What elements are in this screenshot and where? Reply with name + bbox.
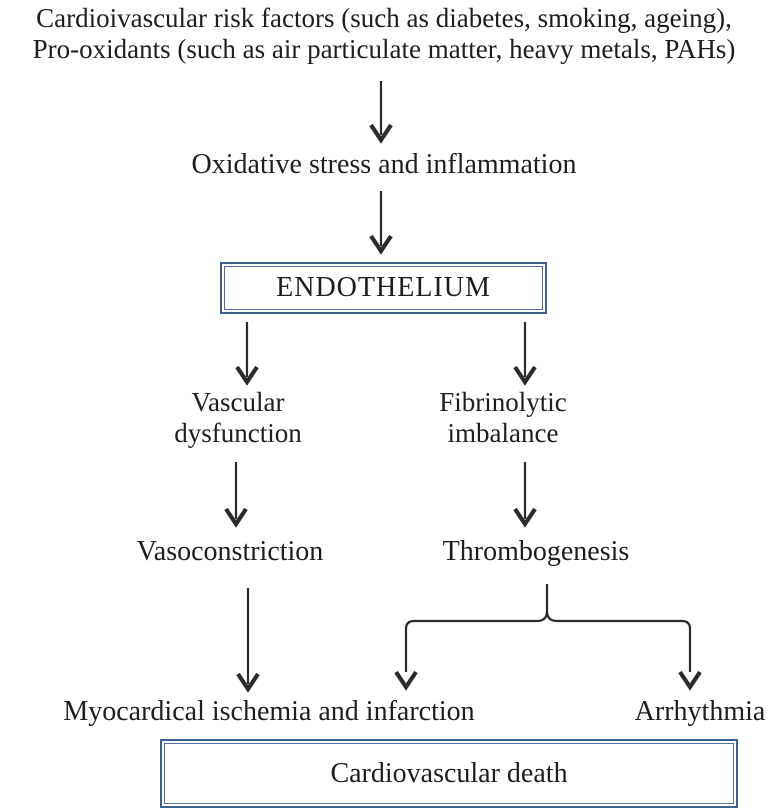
node-vascular-dysfunction: Vascular dysfunction — [174, 387, 302, 448]
risk-factors-line2: Pro-oxidants (such as air particulate ma… — [32, 34, 736, 64]
arrow-endothelium-to-fibrinolytic — [513, 322, 537, 386]
arrow-vascular-to-vasoconstriction — [224, 462, 248, 528]
node-thrombogenesis: Thrombogenesis — [442, 536, 630, 567]
node-vasoconstriction: Vasoconstriction — [136, 536, 324, 567]
arrow-vasoconstriction-to-myocardial — [236, 588, 260, 693]
connector-thrombogenesis-split — [394, 584, 702, 691]
node-endothelium-box: ENDOTHELIUM — [220, 262, 547, 314]
risk-factors-line1: Cardioivascular risk factors (such as di… — [36, 3, 732, 33]
node-cardiovascular-death-box: Cardiovascular death — [160, 739, 738, 808]
node-oxidative-stress: Oxidative stress and inflammation — [191, 149, 577, 180]
cardiovascular-death-label: Cardiovascular death — [164, 743, 734, 804]
node-myocardial-ischemia: Myocardical ischemia and infarction — [63, 696, 475, 727]
node-fibrinolytic-imbalance: Fibrinolytic imbalance — [439, 387, 567, 448]
endothelium-label: ENDOTHELIUM — [224, 266, 543, 310]
node-arrhythmia: Arrhythmia — [634, 696, 766, 727]
arrow-risk-to-oxidative — [369, 81, 393, 144]
arrow-oxidative-to-endothelium — [369, 191, 393, 255]
arrow-fibrinolytic-to-thrombogenesis — [513, 462, 537, 528]
arrow-endothelium-to-vascular — [235, 322, 259, 386]
node-risk-factors: Cardioivascular risk factors (such as di… — [0, 3, 768, 65]
